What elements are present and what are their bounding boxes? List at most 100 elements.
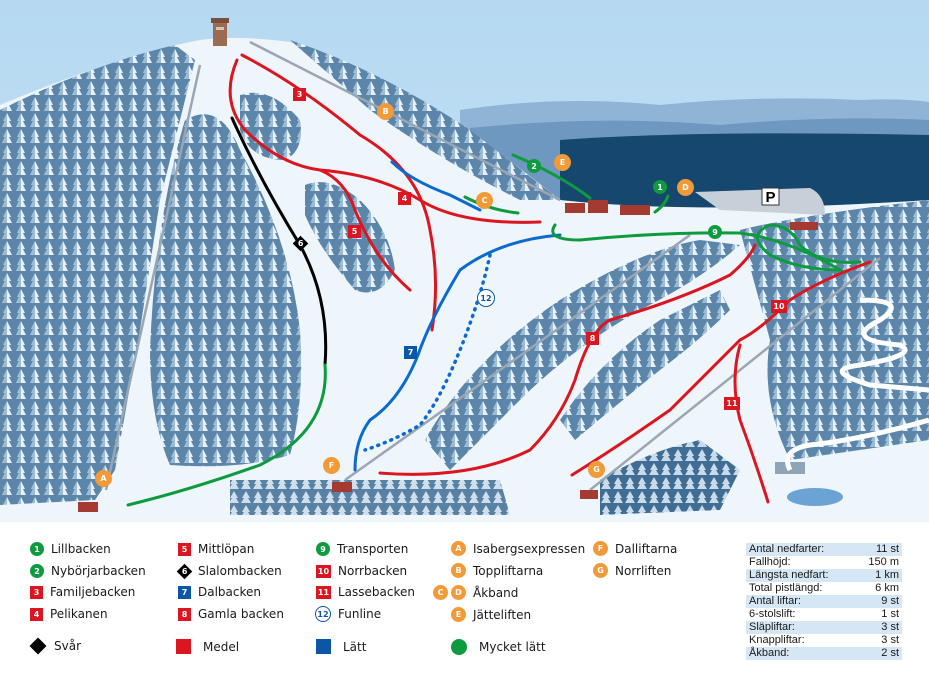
blue-square-icon xyxy=(316,639,331,654)
lift-f-line xyxy=(344,233,691,482)
legend-label: Lassebacken xyxy=(338,585,416,599)
legend-item-toppliftarna: B Toppliftarna xyxy=(451,563,543,578)
piste-4-pelikanen xyxy=(318,168,542,224)
map-marker-piste-10[interactable]: 10 xyxy=(771,300,787,313)
legend-item-isabergsexpressen: A Isabergsexpressen xyxy=(451,541,585,556)
lift-a-line xyxy=(104,64,202,491)
legend-label: Gamla backen xyxy=(198,607,284,621)
map-marker-piste-4[interactable]: 4 xyxy=(398,192,411,205)
right-forest xyxy=(740,200,929,460)
legend-label: Isabergsexpressen xyxy=(473,541,586,556)
stat-label: Knappliftar: xyxy=(749,634,805,646)
red-square-icon: 5 xyxy=(178,542,191,556)
ski-resort-map: P xyxy=(0,0,929,522)
legend-label: Mittlöpan xyxy=(198,542,255,556)
middle-forest xyxy=(425,240,740,470)
map-marker-lift-g[interactable]: G xyxy=(588,461,605,478)
left-forest xyxy=(0,45,195,505)
red-square-icon: 11 xyxy=(316,585,331,599)
stats-row: Antal nedfarter:11 st xyxy=(746,543,902,556)
map-marker-piste-12[interactable]: 12 xyxy=(477,289,495,307)
stats-row: 6-stolslift: 1 st xyxy=(746,608,902,621)
map-marker-lift-d[interactable]: D xyxy=(677,179,694,196)
map-marker-piste-1[interactable]: 1 xyxy=(653,180,667,194)
stat-value: 2 st xyxy=(881,647,899,659)
central-forest xyxy=(150,114,302,467)
legend-item-pelikanen: 4 Pelikanen xyxy=(30,607,108,621)
green-circle-icon xyxy=(451,639,467,655)
map-marker-lift-a[interactable]: A xyxy=(95,470,112,487)
stat-value: 3 st xyxy=(881,634,899,646)
stat-label: 6-stolslift: xyxy=(749,608,796,620)
difficulty-label: Lätt xyxy=(343,639,367,654)
stat-value: 11 st xyxy=(875,543,899,555)
stats-row: Fallhöjd: 150 m xyxy=(746,556,902,569)
stat-value: 1 st xyxy=(881,608,899,620)
stats-table: Antal nedfarter:11 st Fallhöjd:150 m Län… xyxy=(746,543,902,660)
stat-value: 150 m xyxy=(868,556,899,568)
stat-label: Fallhöjd: xyxy=(749,556,791,568)
upper-right-forest xyxy=(290,40,560,200)
right-forest-lower xyxy=(600,440,740,515)
legend-label: Åkband xyxy=(473,585,519,600)
piste-7-dalbacken xyxy=(390,160,482,212)
dark-forest-band xyxy=(560,133,929,220)
legend-item-lassebacken: 11 Lassebacken xyxy=(316,585,415,599)
svg-text:P: P xyxy=(765,189,775,206)
stat-label: Släpliftar: xyxy=(749,621,795,633)
stat-label: Total pistlängd: xyxy=(749,582,823,594)
stats-row: Släpliftar:3 st xyxy=(746,621,902,634)
black-diamond-icon xyxy=(29,637,47,655)
map-marker-piste-8[interactable]: 8 xyxy=(586,332,599,345)
map-marker-lift-b[interactable]: B xyxy=(377,103,394,120)
legend-item-norrbacken: 10 Norrbacken xyxy=(316,564,407,578)
legend-label: Funline xyxy=(338,607,382,621)
piste-6-number: 6 xyxy=(297,238,304,248)
legend-label: Dalbacken xyxy=(198,585,262,599)
legend-item-funline: 12 Funline xyxy=(315,606,381,622)
legend-item-norrliften: G Norrliften xyxy=(593,563,671,578)
difficulty-latt: Lätt xyxy=(316,639,366,654)
red-square-icon: 8 xyxy=(178,607,191,621)
pond xyxy=(787,488,843,506)
stat-label: Åkband: xyxy=(749,647,790,659)
legend-label: Toppliftarna xyxy=(473,563,544,578)
blue-ring-icon: 12 xyxy=(315,606,331,622)
orange-circle-icon: A xyxy=(451,541,466,556)
map-marker-lift-e[interactable]: E xyxy=(554,154,571,171)
toboggan-track xyxy=(785,297,929,472)
difficulty-mycket-latt: Mycket lätt xyxy=(451,639,546,655)
map-marker-piste-2[interactable]: 2 xyxy=(527,159,541,173)
piste-8-gamla-backen xyxy=(378,243,757,476)
legend-item-lillbacken: 1 Lillbacken xyxy=(30,542,111,556)
bottom-trees xyxy=(230,480,510,515)
red-square-icon: 10 xyxy=(316,564,331,578)
difficulty-svar: Svår xyxy=(29,637,81,655)
piste-11-lassebacken xyxy=(733,343,770,504)
legend-item-nyborjarbacken: 2 Nybörjarbacken xyxy=(30,564,146,578)
orange-circle-icon: C xyxy=(433,585,448,600)
stats-row: Knappliftar: 3 st xyxy=(746,634,902,647)
piste-1-lillbacken xyxy=(653,194,670,214)
map-marker-piste-5[interactable]: 5 xyxy=(348,225,361,238)
black-diamond-icon: 6 xyxy=(176,563,193,579)
stat-value: 6 km xyxy=(875,582,899,594)
map-marker-piste-7[interactable]: 7 xyxy=(404,346,417,359)
legend-item-dalbacken: 7 Dalbacken xyxy=(178,585,261,599)
legend-item-dalliftarna: F Dalliftarna xyxy=(593,541,677,556)
legend-label: Slalombacken xyxy=(198,564,282,578)
map-marker-lift-f[interactable]: F xyxy=(323,457,340,474)
map-marker-piste-9[interactable]: 9 xyxy=(708,225,722,239)
orange-circle-icon: F xyxy=(593,541,608,556)
legend-item-transporten: 9 Transporten xyxy=(316,542,408,556)
difficulty-label: Medel xyxy=(203,639,240,654)
difficulty-label: Mycket lätt xyxy=(479,640,546,654)
small-forest-1 xyxy=(240,92,301,160)
stats-row: Åkband: 2 st xyxy=(746,647,902,660)
map-marker-piste-11[interactable]: 11 xyxy=(724,397,740,410)
legend-label: Transporten xyxy=(337,542,409,556)
piste-10-norrbacken xyxy=(570,260,872,477)
map-marker-lift-c[interactable]: C xyxy=(476,192,493,209)
piste-2-nyborjarbacken xyxy=(511,153,592,200)
map-marker-piste-3[interactable]: 3 xyxy=(293,88,306,101)
